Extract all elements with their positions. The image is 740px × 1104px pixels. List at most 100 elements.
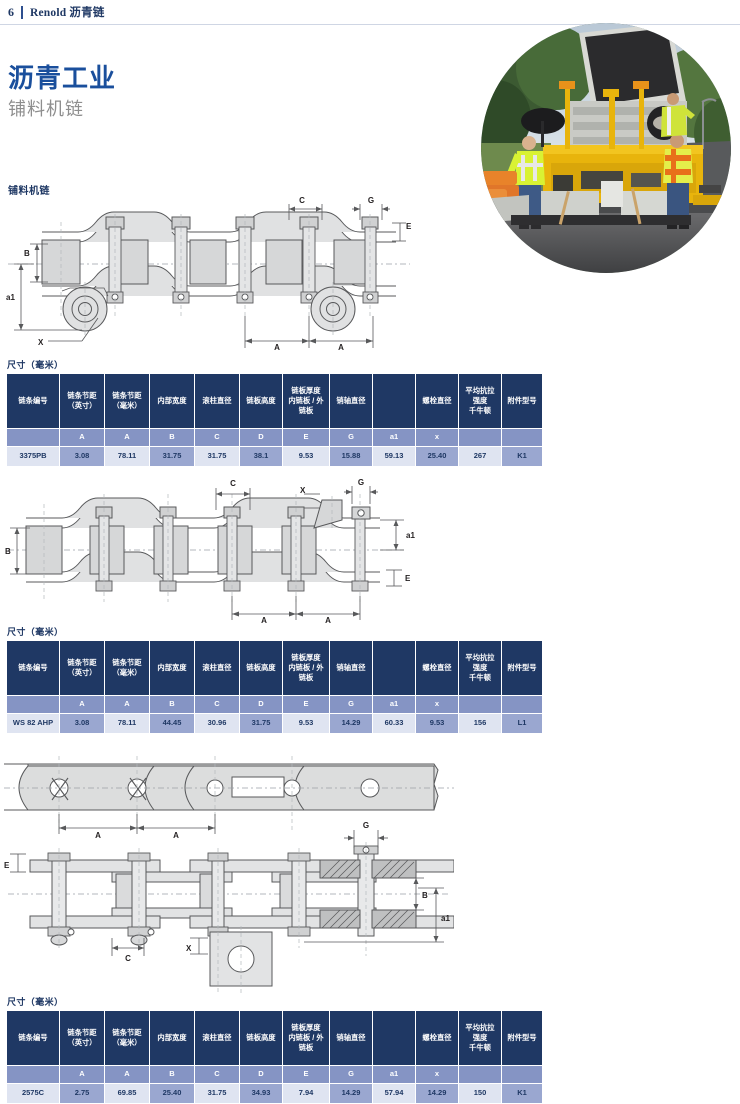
code-cell-6: E	[283, 1066, 329, 1083]
dim-label-A2: A	[173, 831, 179, 840]
col-header-7: 销轴直径	[330, 374, 372, 428]
data-cell-0: 3375PB	[7, 447, 59, 466]
data-cell-10: 150	[459, 1084, 501, 1103]
code-cell-11	[502, 696, 542, 713]
col-header-8	[373, 641, 415, 695]
data-cell-1: 2.75	[60, 1084, 104, 1103]
asphalt-paver-photo	[481, 23, 731, 273]
table-row: 2575C 2.75 69.85 25.40 31.75 34.93 7.94 …	[7, 1084, 542, 1103]
code-cell-8: a1	[373, 1066, 415, 1083]
code-cell-4: C	[195, 429, 239, 446]
code-cell-9: x	[416, 429, 458, 446]
col-header-4: 滚柱直径	[195, 374, 239, 428]
table-header-row-2: 链条编号 链条节距 （英寸） 链条节距 （毫米） 内部宽度 滚柱直径 链板高度 …	[7, 641, 542, 695]
code-cell-10	[459, 696, 501, 713]
data-cell-2: 69.85	[105, 1084, 149, 1103]
code-cell-2: A	[105, 696, 149, 713]
code-cell-4: C	[195, 696, 239, 713]
code-cell-2: A	[105, 429, 149, 446]
col-header-7: 销轴直径	[330, 1011, 372, 1065]
dim-label-E: E	[4, 861, 10, 870]
section-label: 铺料机链	[8, 186, 50, 197]
data-cell-8: 60.33	[373, 714, 415, 733]
dim-label-C: C	[230, 479, 236, 488]
data-cell-9: 14.29	[416, 1084, 458, 1103]
col-header-9: 螺栓直径	[416, 1011, 458, 1065]
dim-label-X: X	[38, 338, 44, 347]
data-cell-3: 31.75	[150, 447, 194, 466]
data-cell-6: 7.94	[283, 1084, 329, 1103]
chain-drawing-2: C X G B a1 E A A	[4, 478, 434, 628]
data-cell-3: 25.40	[150, 1084, 194, 1103]
code-cell-11	[502, 1066, 542, 1083]
spec-table-2: 链条编号 链条节距 （英寸） 链条节距 （毫米） 内部宽度 滚柱直径 链板高度 …	[6, 640, 543, 734]
col-header-1: 链条节距 （英寸）	[60, 641, 104, 695]
data-cell-5: 34.93	[240, 1084, 282, 1103]
table-code-row-3: A A B C D E G a1 x	[7, 1066, 542, 1083]
code-cell-8: a1	[373, 696, 415, 713]
data-cell-6: 9.53	[283, 714, 329, 733]
col-header-9: 螺栓直径	[416, 374, 458, 428]
dim-label-E: E	[406, 222, 412, 231]
data-cell-10: 267	[459, 447, 501, 466]
data-cell-11: K1	[502, 1084, 542, 1103]
code-cell-4: C	[195, 1066, 239, 1083]
table-header-row-3: 链条编号 链条节距 （英寸） 链条节距 （毫米） 内部宽度 滚柱直径 链板高度 …	[7, 1011, 542, 1065]
code-cell-3: B	[150, 696, 194, 713]
col-header-6: 链板厚度 内链板 / 外 链板	[283, 374, 329, 428]
data-cell-7: 14.29	[330, 1084, 372, 1103]
page-header: 6 Renold 沥青链	[0, 0, 740, 25]
col-header-10: 平均抗拉 强度 千牛顿	[459, 641, 501, 695]
data-cell-9: 9.53	[416, 714, 458, 733]
code-cell-6: E	[283, 429, 329, 446]
col-header-0: 链条编号	[7, 1011, 59, 1065]
code-cell-5: D	[240, 1066, 282, 1083]
data-cell-10: 156	[459, 714, 501, 733]
table-row: 3375PB 3.08 78.11 31.75 31.75 38.1 9.53 …	[7, 447, 542, 466]
dim-label-X: X	[300, 486, 306, 495]
code-cell-3: B	[150, 429, 194, 446]
dim-label-C: C	[299, 196, 305, 205]
data-cell-7: 14.29	[330, 714, 372, 733]
data-cell-4: 31.75	[195, 447, 239, 466]
code-cell-1: A	[60, 696, 104, 713]
col-header-1: 链条节距 （英寸）	[60, 1011, 104, 1065]
chain-drawing-1: C G E B a1 X A A	[4, 196, 414, 351]
table-caption-3: 尺寸（毫米）	[7, 997, 64, 1007]
col-header-3: 内部宽度	[150, 374, 194, 428]
col-header-6: 链板厚度 内链板 / 外 链板	[283, 641, 329, 695]
code-cell-7: G	[330, 1066, 372, 1083]
code-cell-9: x	[416, 1066, 458, 1083]
code-cell-1: A	[60, 429, 104, 446]
dim-label-a1: a1	[406, 531, 415, 540]
col-header-8	[373, 1011, 415, 1065]
col-header-0: 链条编号	[7, 641, 59, 695]
col-header-0: 链条编号	[7, 374, 59, 428]
col-header-10: 平均抗拉 强度 千牛顿	[459, 374, 501, 428]
col-header-5: 链板高度	[240, 374, 282, 428]
table-caption-2: 尺寸（毫米）	[7, 627, 64, 637]
header-divider	[21, 5, 23, 19]
dim-label-B: B	[422, 891, 428, 900]
code-cell-8: a1	[373, 429, 415, 446]
dim-label-a1: a1	[6, 293, 15, 302]
col-header-5: 链板高度	[240, 1011, 282, 1065]
data-cell-9: 25.40	[416, 447, 458, 466]
dim-label-G: G	[363, 821, 369, 830]
code-cell-0	[7, 1066, 59, 1083]
data-cell-4: 31.75	[195, 1084, 239, 1103]
data-cell-1: 3.08	[60, 714, 104, 733]
code-cell-5: D	[240, 696, 282, 713]
dim-label-a1: a1	[441, 914, 450, 923]
data-cell-6: 9.53	[283, 447, 329, 466]
data-cell-2: 78.11	[105, 447, 149, 466]
code-cell-0	[7, 429, 59, 446]
spec-table-3: 链条编号 链条节距 （英寸） 链条节距 （毫米） 内部宽度 滚柱直径 链板高度 …	[6, 1010, 543, 1104]
page-number: 6	[8, 4, 14, 19]
col-header-4: 滚柱直径	[195, 641, 239, 695]
table-header-row-1: 链条编号 链条节距 （英寸） 链条节距 （毫米） 内部宽度 滚柱直径 链板高度 …	[7, 374, 542, 428]
data-cell-11: K1	[502, 447, 542, 466]
data-cell-8: 57.94	[373, 1084, 415, 1103]
code-cell-0	[7, 696, 59, 713]
dim-label-A1: A	[261, 616, 267, 625]
